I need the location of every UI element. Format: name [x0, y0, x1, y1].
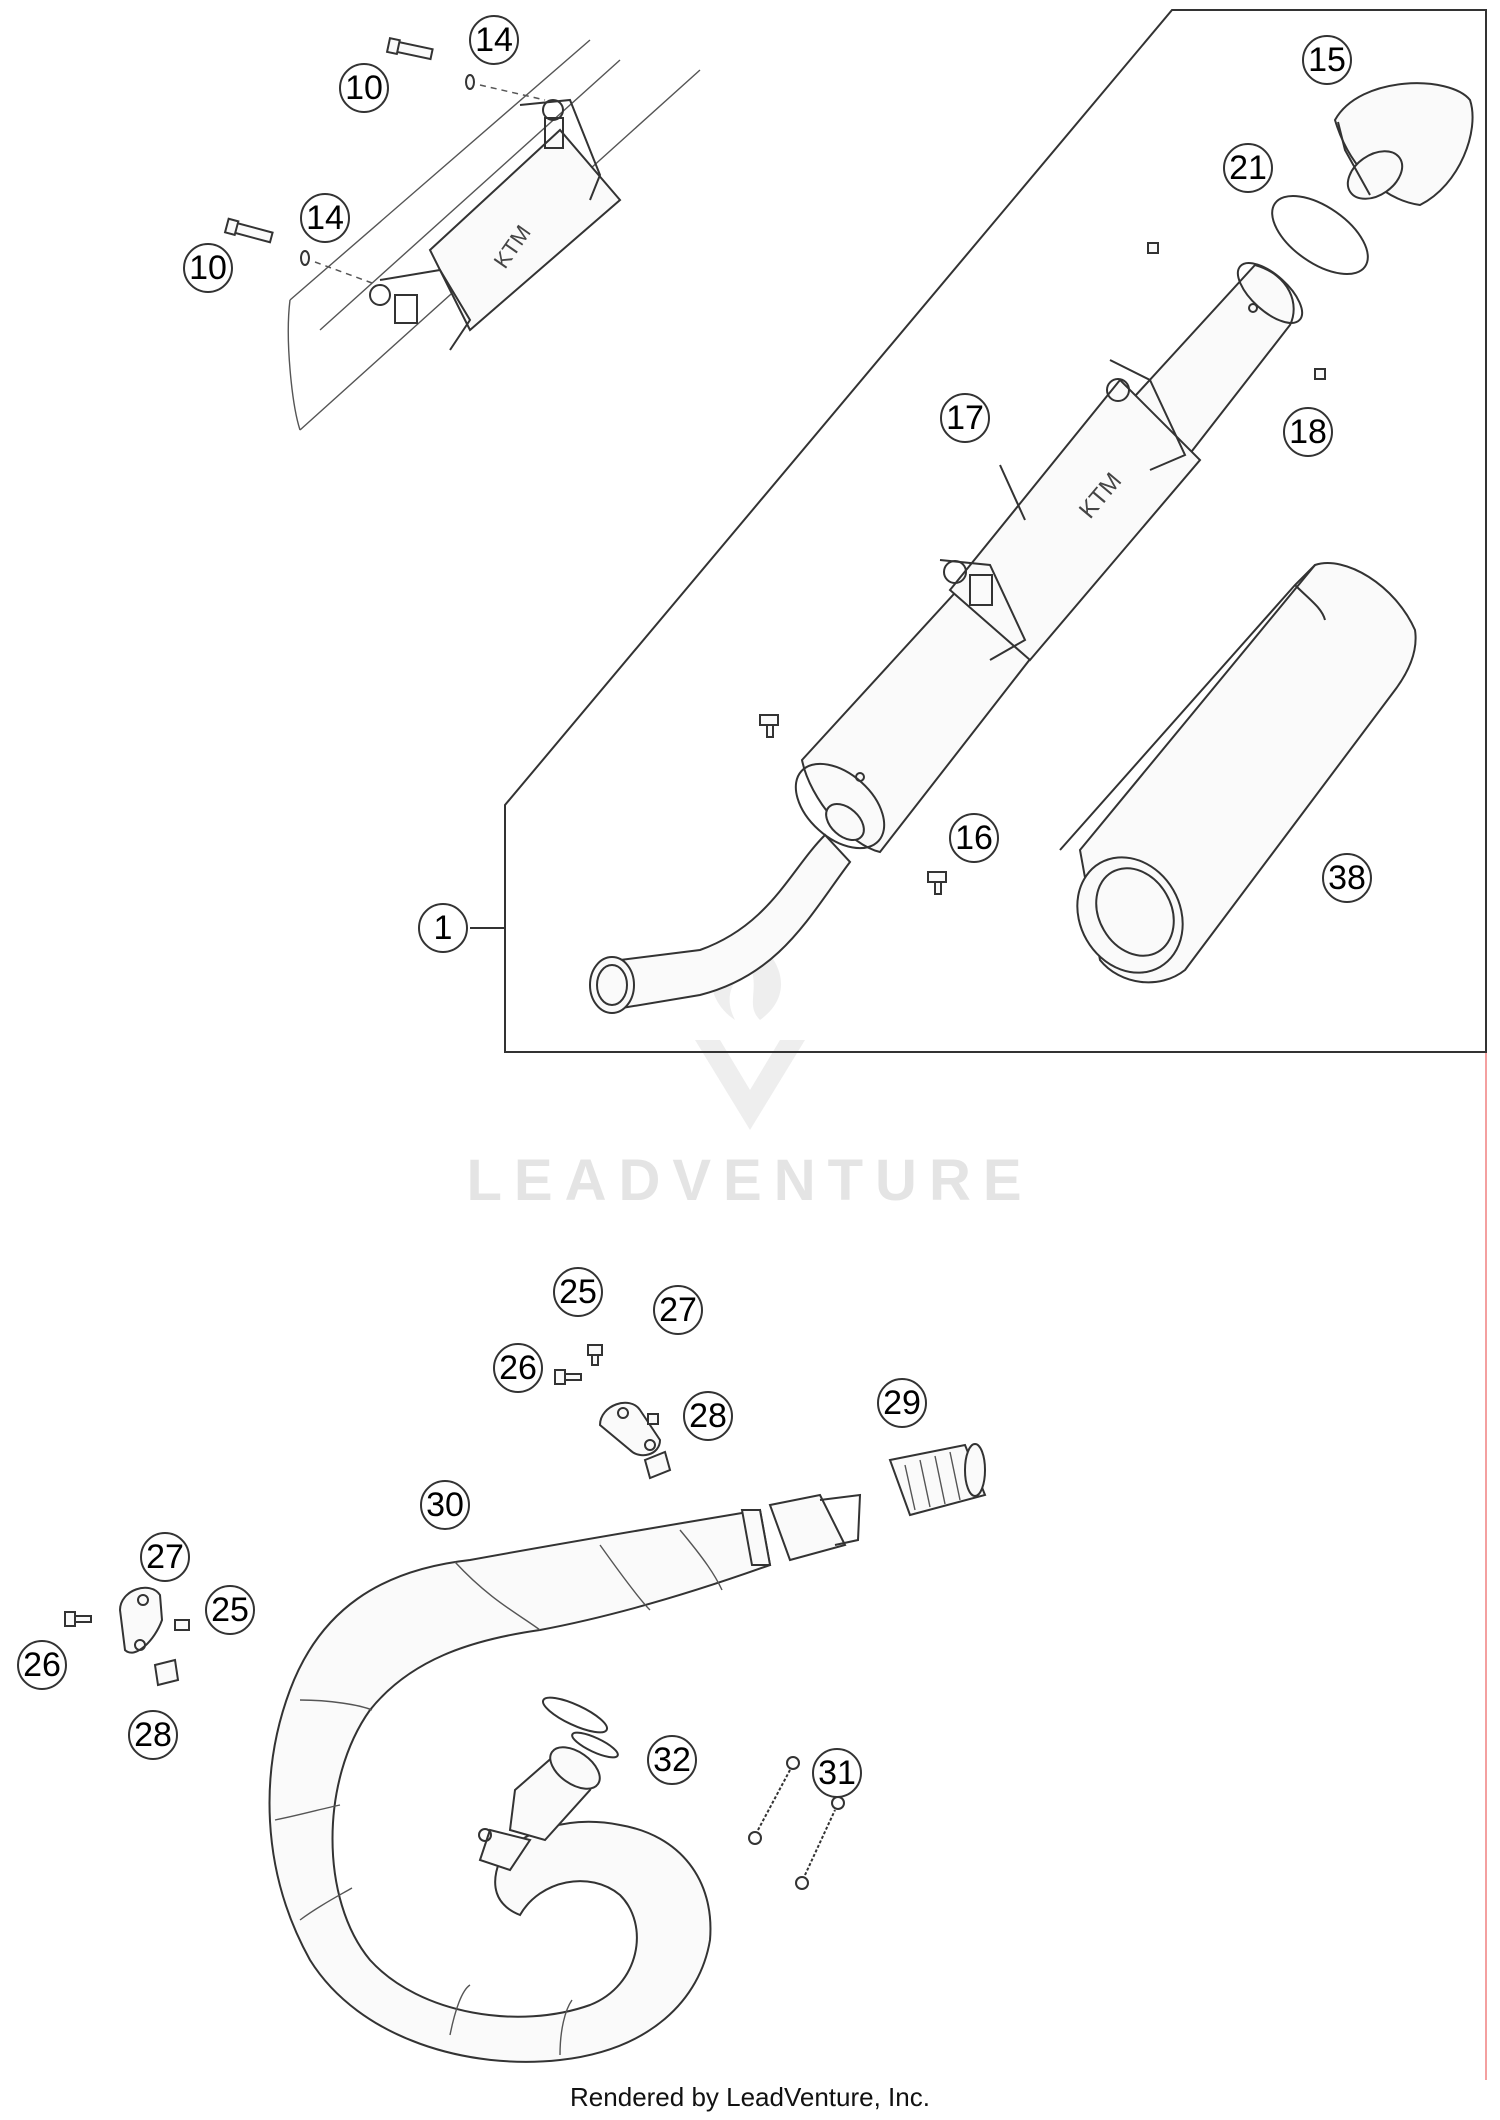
svg-text:21: 21: [1229, 149, 1267, 187]
footer-credit: Rendered by LeadVenture, Inc.: [570, 2082, 930, 2112]
svg-text:26: 26: [23, 1646, 61, 1684]
silencer-link-pipe: [589, 802, 865, 1014]
svg-text:31: 31: [818, 1754, 856, 1792]
svg-text:30: 30: [426, 1486, 464, 1524]
svg-text:10: 10: [345, 69, 383, 107]
bolt-10-lower: [223, 217, 274, 244]
gasket-32-b: [571, 1731, 619, 1759]
callout-14-lower: 14: [300, 193, 350, 243]
svg-text:32: 32: [653, 1741, 691, 1779]
callout-21: 21: [1223, 143, 1273, 193]
screw-26-lower: [64, 1611, 92, 1627]
callout-17: 17: [940, 393, 990, 443]
callout-31: 31: [812, 1748, 862, 1798]
svg-text:26: 26: [499, 1349, 537, 1387]
nut-28-upper: [643, 1413, 672, 1480]
svg-text:28: 28: [134, 1716, 172, 1754]
exhaust-pipe: [268, 1493, 862, 2063]
callout-27-lower: 27: [140, 1532, 190, 1582]
screw-26-upper: [554, 1369, 582, 1385]
svg-text:25: 25: [211, 1591, 249, 1629]
bracket-27-lower: [118, 1586, 164, 1654]
svg-text:15: 15: [1308, 41, 1346, 79]
callout-10-upper: 10: [339, 63, 389, 113]
svg-text:27: 27: [146, 1538, 184, 1576]
svg-text:10: 10: [189, 249, 227, 287]
callout-29: 29: [877, 1378, 927, 1428]
gasket-32-a: [541, 1696, 609, 1734]
callout-18: 18: [1283, 407, 1333, 457]
assembly-frame: [504, 9, 1487, 1053]
svg-text:18: 18: [1289, 413, 1327, 451]
spring-31-a: [748, 1756, 800, 1845]
svg-text:17: 17: [946, 399, 984, 437]
nut-28-lower: [153, 1658, 180, 1687]
svg-text:28: 28: [689, 1397, 727, 1435]
svg-text:1: 1: [434, 909, 453, 947]
screw-25-upper: [587, 1344, 603, 1366]
end-cap: [1333, 82, 1474, 207]
o-ring: [1271, 194, 1369, 276]
header-flange: [478, 1746, 601, 1872]
callout-10-lower: 10: [183, 243, 233, 293]
protective-sleeve: [1059, 562, 1417, 984]
svg-text:29: 29: [883, 1384, 921, 1422]
silencer-body: KTM: [794, 262, 1304, 854]
svg-text:14: 14: [475, 21, 513, 59]
leader-dash: [314, 261, 373, 284]
svg-text:25: 25: [559, 1273, 597, 1311]
callout-38: 38: [1322, 853, 1372, 903]
callout-14-upper: 14: [469, 15, 519, 65]
leader-dash: [479, 84, 546, 101]
callout-15: 15: [1302, 35, 1352, 85]
callout-28-lower: 28: [128, 1710, 178, 1760]
callout-25-lower: 25: [205, 1585, 255, 1635]
callout-27-upper: 27: [653, 1285, 703, 1335]
svg-text:16: 16: [955, 819, 993, 857]
screw-25-lower: [174, 1619, 190, 1631]
silencer-mounted-detail: KTM: [287, 39, 701, 431]
callout-26-lower: 26: [17, 1640, 67, 1690]
watermark-text: LEADVENTURE: [466, 1148, 1033, 1213]
callout-26-upper: 26: [493, 1343, 543, 1393]
screw-18-upper: [1147, 242, 1159, 254]
callout-1: 1: [418, 903, 468, 953]
callout-25-upper: 25: [553, 1267, 603, 1317]
callout-16: 16: [949, 813, 999, 863]
leader-17: [999, 464, 1026, 521]
screw-16-lower: [927, 871, 947, 895]
bolt-10-upper: [385, 36, 434, 61]
callout-28-upper: 28: [683, 1391, 733, 1441]
screw-16-upper: [759, 714, 779, 738]
svg-text:38: 38: [1328, 859, 1366, 897]
washer-14-upper: [465, 74, 475, 90]
svg-text:27: 27: [659, 1291, 697, 1329]
rubber-bellows: [888, 1443, 987, 1517]
callout-30: 30: [420, 1480, 470, 1530]
washer-14-lower: [300, 250, 310, 266]
screw-18-lower: [1314, 368, 1326, 380]
bracket-27-upper: [598, 1401, 662, 1457]
spring-31-b: [795, 1796, 845, 1890]
callout-32: 32: [647, 1735, 697, 1785]
svg-text:14: 14: [306, 199, 344, 237]
